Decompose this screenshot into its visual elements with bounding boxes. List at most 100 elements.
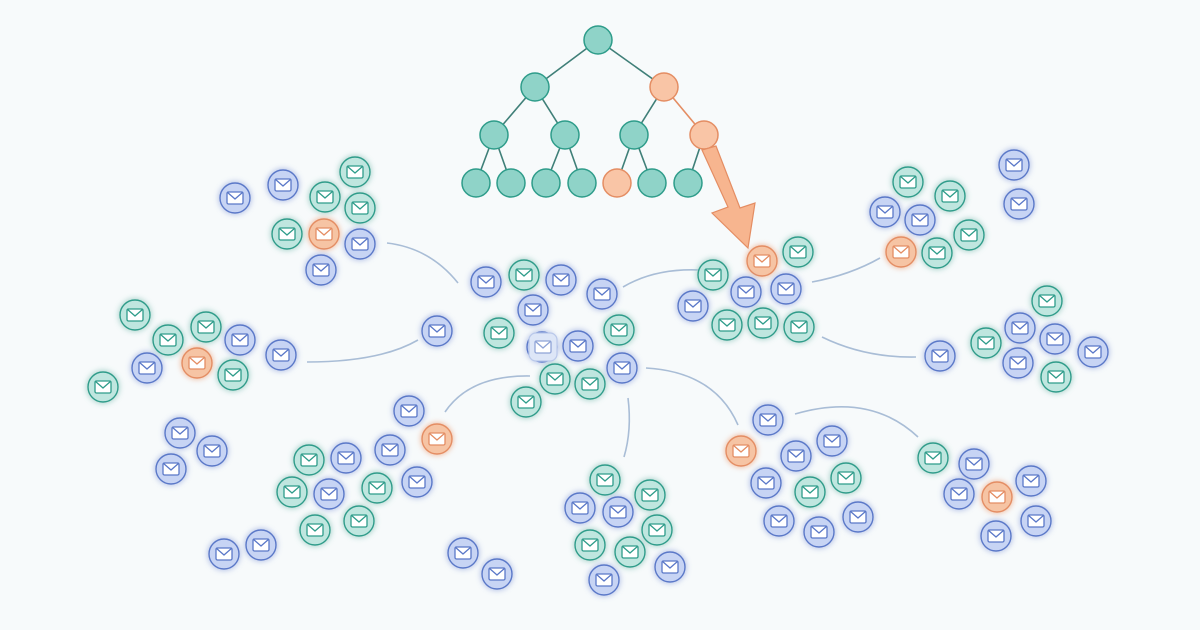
tree-node — [637, 168, 667, 198]
envelope-icon — [454, 546, 472, 560]
message-node-teal — [217, 359, 249, 391]
envelope-icon — [924, 451, 942, 465]
envelope-icon — [1010, 197, 1028, 211]
message-node-teal — [344, 192, 376, 224]
envelope-icon — [1084, 345, 1102, 359]
envelope-icon — [1027, 514, 1045, 528]
envelope-icon — [272, 348, 290, 362]
envelope-icon — [789, 245, 807, 259]
message-node-teal — [603, 314, 635, 346]
message-node-blue — [1003, 188, 1035, 220]
cluster-connector — [794, 405, 919, 438]
envelope-icon — [381, 443, 399, 457]
envelope-icon — [610, 323, 628, 337]
envelope-icon — [351, 237, 369, 251]
envelope-icon — [581, 538, 599, 552]
message-node-teal — [783, 311, 815, 343]
envelope-icon — [641, 488, 659, 502]
envelope-icon — [274, 178, 292, 192]
envelope-icon — [126, 308, 144, 322]
envelope-icon — [977, 336, 995, 350]
envelope-icon — [524, 303, 542, 317]
message-node-blue — [677, 290, 709, 322]
envelope-icon — [593, 287, 611, 301]
message-node-orange — [746, 245, 778, 277]
envelope-icon — [950, 487, 968, 501]
envelope-icon — [337, 451, 355, 465]
tree-node-highlighted — [689, 120, 719, 150]
envelope-icon — [226, 191, 244, 205]
message-node-teal — [589, 464, 621, 496]
envelope-icon — [1038, 294, 1056, 308]
envelope-icon — [849, 510, 867, 524]
envelope-icon — [569, 339, 587, 353]
envelope-icon — [215, 547, 233, 561]
message-node-teal — [697, 259, 729, 291]
message-node-teal — [782, 236, 814, 268]
message-node-blue — [730, 276, 762, 308]
envelope-icon — [987, 529, 1005, 543]
envelope-icon — [704, 268, 722, 282]
message-node-blue — [562, 330, 594, 362]
message-node-blue — [470, 266, 502, 298]
envelope-icon — [754, 316, 772, 330]
message-node-teal — [574, 529, 606, 561]
envelope-icon — [787, 449, 805, 463]
message-node-blue — [1015, 465, 1047, 497]
envelope-icon — [911, 213, 929, 227]
envelope-icon — [534, 340, 552, 354]
envelope-icon — [892, 245, 910, 259]
message-node-blue — [219, 182, 251, 214]
message-node-teal — [641, 514, 673, 546]
message-node-blue — [545, 264, 577, 296]
envelope-icon — [621, 545, 639, 559]
message-node-teal — [574, 368, 606, 400]
envelope-icon — [648, 523, 666, 537]
message-node-blue — [208, 538, 240, 570]
message-node-orange — [885, 236, 917, 268]
envelope-icon — [770, 514, 788, 528]
envelope-icon — [408, 475, 426, 489]
tree-node — [583, 25, 613, 55]
cluster-connector — [306, 339, 419, 363]
message-node-blue — [1004, 312, 1036, 344]
message-node-blue — [1039, 323, 1071, 355]
message-node-teal — [711, 309, 743, 341]
envelope-icon — [661, 560, 679, 574]
envelope-icon — [312, 263, 330, 277]
envelope-icon — [159, 333, 177, 347]
message-node-blue — [816, 425, 848, 457]
envelope-icon — [1022, 474, 1040, 488]
envelope-icon — [876, 205, 894, 219]
envelope-icon — [571, 501, 589, 515]
message-node-teal — [508, 259, 540, 291]
message-node-teal — [917, 442, 949, 474]
message-node-teal — [339, 156, 371, 188]
envelope-icon — [138, 361, 156, 375]
message-node-blue — [943, 478, 975, 510]
message-node-teal — [343, 505, 375, 537]
message-node-blue — [155, 453, 187, 485]
envelope-icon — [320, 487, 338, 501]
message-node-teal — [892, 166, 924, 198]
cluster-connector — [821, 336, 917, 358]
tree-node-highlighted — [602, 168, 632, 198]
envelope-icon — [931, 349, 949, 363]
message-node-orange — [725, 435, 757, 467]
message-node-teal — [1040, 361, 1072, 393]
message-node-blue — [780, 440, 812, 472]
message-node-orange — [981, 481, 1013, 513]
message-node-teal — [276, 476, 308, 508]
message-node-blue — [344, 228, 376, 260]
envelope-icon — [428, 432, 446, 446]
tree-node-highlighted — [649, 72, 679, 102]
message-node-blue — [586, 278, 618, 310]
envelope-icon — [368, 481, 386, 495]
message-node-blue — [421, 315, 453, 347]
envelope-icon — [1009, 356, 1027, 370]
message-node-blue — [588, 564, 620, 596]
message-node-blue — [481, 558, 513, 590]
envelope-icon — [197, 320, 215, 334]
envelope-icon — [231, 333, 249, 347]
envelope-icon — [315, 227, 333, 241]
